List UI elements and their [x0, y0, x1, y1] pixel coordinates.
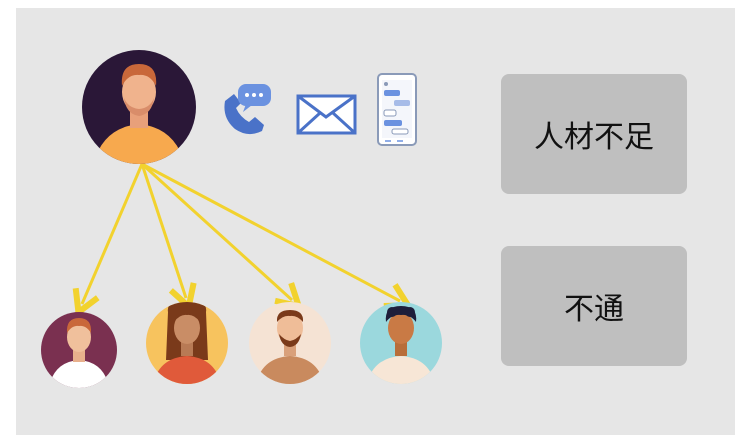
- label-disconnect-text: 不通: [564, 292, 624, 327]
- staff-avatar-1: [41, 312, 117, 388]
- smartphone-chat-icon: [377, 73, 417, 146]
- arrow-to-staff-3: [140, 162, 292, 300]
- envelope-icon: [296, 94, 357, 135]
- label-box-shortage: 人材不足: [501, 74, 687, 194]
- connection-arrows: [82, 162, 400, 304]
- arrow-to-staff-2: [140, 163, 186, 298]
- arrow-to-staff-4: [141, 162, 400, 301]
- label-shortage-text: 人材不足: [534, 120, 654, 155]
- label-box-disconnect: 不通: [501, 246, 687, 366]
- staff-avatar-2: [146, 302, 228, 384]
- phone-chat-icon: [224, 84, 271, 135]
- arrow-to-staff-1: [82, 163, 144, 304]
- manager-avatar: [82, 50, 196, 164]
